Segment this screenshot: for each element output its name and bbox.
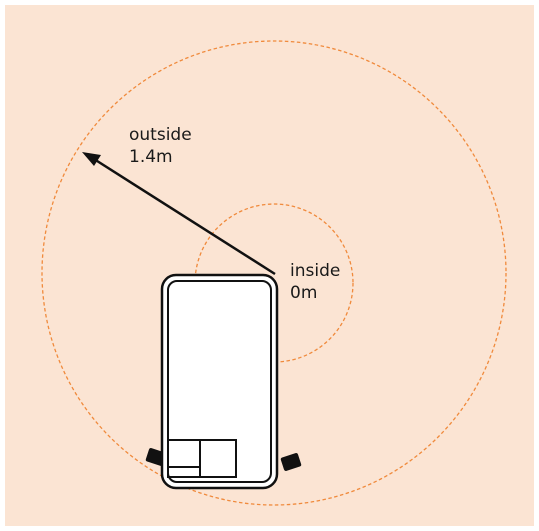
outside-label-line1: outside: [129, 125, 192, 145]
range-arrow-shaft: [93, 157, 276, 276]
range-arrow-icon: [82, 152, 276, 276]
outside-label-line2: 1.4m: [129, 147, 173, 167]
outside-range-circle: [41, 40, 507, 506]
device-icon: [145, 273, 302, 490]
range-arrow-head: [82, 152, 101, 166]
device-screen: [167, 280, 272, 483]
device-compartment-small: [167, 439, 201, 478]
device-right-foot: [280, 453, 302, 471]
inside-label-line2: 0m: [290, 283, 317, 303]
inside-label-line1: inside: [290, 261, 340, 281]
